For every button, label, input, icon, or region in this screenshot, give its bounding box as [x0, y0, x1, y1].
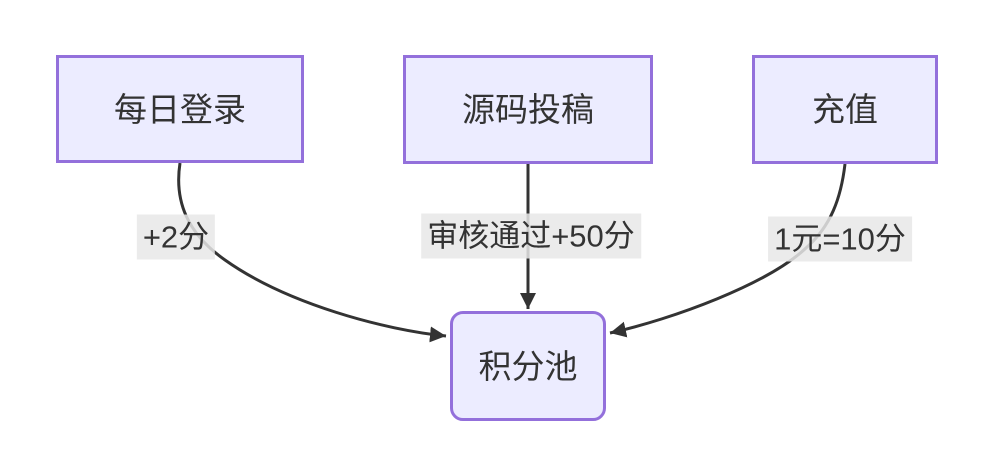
- edge-label-daily-login: +2分: [136, 214, 216, 260]
- node-code-submit: 源码投稿: [403, 55, 653, 164]
- node-points-pool-label: 积分池: [478, 347, 578, 385]
- node-recharge: 充值: [752, 55, 938, 164]
- node-code-submit-label: 源码投稿: [462, 91, 594, 128]
- edge-label-recharge: 1元=10分: [768, 216, 912, 262]
- node-points-pool: 积分池: [450, 311, 606, 421]
- edge-label-code-submit: 审核通过+50分: [421, 213, 641, 259]
- node-daily-login: 每日登录: [56, 55, 304, 163]
- edge-daily-login-to-points-pool: [177, 162, 447, 343]
- node-daily-login-label: 每日登录: [114, 90, 246, 128]
- node-recharge-label: 充值: [812, 91, 878, 128]
